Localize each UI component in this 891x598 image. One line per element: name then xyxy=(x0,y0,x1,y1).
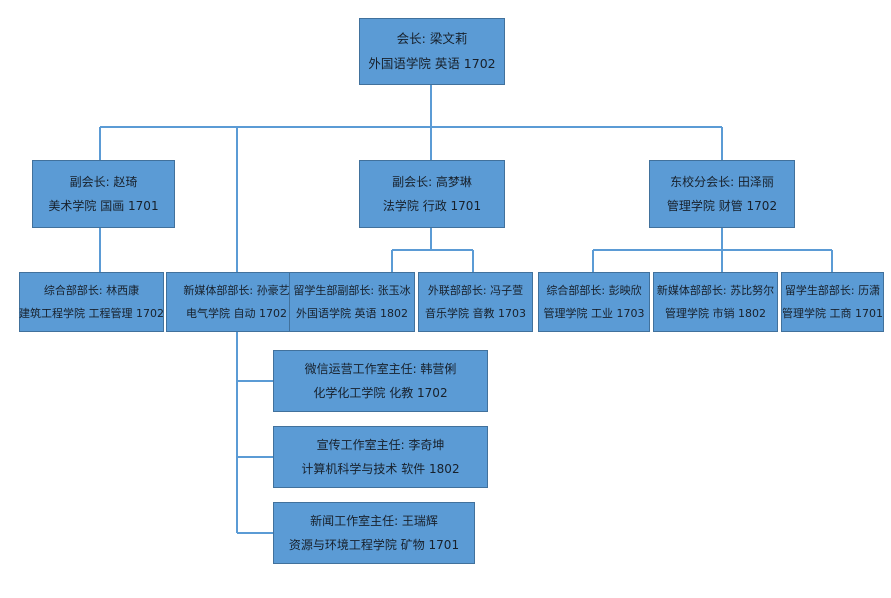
node-news-studio-director-role: 新闻工作室主任: 王瑞辉 xyxy=(310,513,438,528)
node-vice-president-2[interactable]: 副会长: 高梦琳 法学院 行政 1701 xyxy=(359,160,505,228)
node-publicity-studio-director-affiliation: 计算机科学与技术 软件 1802 xyxy=(301,461,460,476)
node-president-role: 会长: 梁文莉 xyxy=(396,31,468,47)
node-general-dept-head-east-role: 综合部部长: 彭映欣 xyxy=(546,283,642,297)
node-east-branch-head-role: 东校分会长: 田泽丽 xyxy=(670,174,774,189)
node-newmedia-dept-head-east-affiliation: 管理学院 市销 1802 xyxy=(665,306,766,320)
node-general-dept-head-east-affiliation: 管理学院 工业 1703 xyxy=(543,306,645,320)
node-publicity-studio-director-role: 宣传工作室主任: 李奇坤 xyxy=(316,437,445,452)
node-liaison-dept-head[interactable]: 外联部部长: 冯子萱 音乐学院 音教 1703 xyxy=(418,272,533,332)
node-general-dept-head-role: 综合部部长: 林西康 xyxy=(43,283,140,297)
node-intl-student-dept-head-east[interactable]: 留学生部部长: 历潇 管理学院 工商 1701 xyxy=(781,272,884,332)
node-vice-president-2-role: 副会长: 高梦琳 xyxy=(392,174,472,189)
node-president[interactable]: 会长: 梁文莉 外国语学院 英语 1702 xyxy=(359,18,505,85)
node-intl-student-dept-head-east-affiliation: 管理学院 工商 1701 xyxy=(782,306,883,320)
node-vice-president-1[interactable]: 副会长: 赵琦 美术学院 国画 1701 xyxy=(32,160,175,228)
node-president-affiliation: 外国语学院 英语 1702 xyxy=(368,56,496,71)
node-general-dept-head[interactable]: 综合部部长: 林西康 建筑工程学院 工程管理 1702 xyxy=(19,272,164,332)
node-east-branch-head[interactable]: 东校分会长: 田泽丽 管理学院 财管 1702 xyxy=(649,160,795,228)
node-newmedia-dept-head[interactable]: 新媒体部部长: 孙豪艺 电气学院 自动 1702 xyxy=(166,272,307,332)
node-vice-president-2-affiliation: 法学院 行政 1701 xyxy=(382,198,482,213)
node-news-studio-director-affiliation: 资源与环境工程学院 矿物 1701 xyxy=(288,537,460,552)
node-liaison-dept-head-affiliation: 音乐学院 音教 1703 xyxy=(425,306,526,320)
node-general-dept-head-east[interactable]: 综合部部长: 彭映欣 管理学院 工业 1703 xyxy=(538,272,650,332)
node-intl-student-dept-vice[interactable]: 留学生部副部长: 张玉冰 外国语学院 英语 1802 xyxy=(289,272,415,332)
node-liaison-dept-head-role: 外联部部长: 冯子萱 xyxy=(427,283,524,297)
node-intl-student-dept-head-east-role: 留学生部部长: 历潇 xyxy=(784,283,881,297)
node-intl-student-dept-vice-role: 留学生部副部长: 张玉冰 xyxy=(293,283,411,297)
node-newmedia-dept-head-east-role: 新媒体部部长: 苏比努尔 xyxy=(656,283,775,297)
node-newmedia-dept-head-affiliation: 电气学院 自动 1702 xyxy=(186,306,287,320)
node-wechat-studio-director-affiliation: 化学化工学院 化教 1702 xyxy=(313,385,448,400)
node-wechat-studio-director-role: 微信运营工作室主任: 韩营俐 xyxy=(304,361,457,376)
node-wechat-studio-director[interactable]: 微信运营工作室主任: 韩营俐 化学化工学院 化教 1702 xyxy=(273,350,488,412)
node-news-studio-director[interactable]: 新闻工作室主任: 王瑞辉 资源与环境工程学院 矿物 1701 xyxy=(273,502,475,564)
node-vice-president-1-affiliation: 美术学院 国画 1701 xyxy=(48,198,159,213)
node-vice-president-1-role: 副会长: 赵琦 xyxy=(69,174,138,189)
node-newmedia-dept-head-east[interactable]: 新媒体部部长: 苏比努尔 管理学院 市销 1802 xyxy=(653,272,778,332)
node-general-dept-head-affiliation: 建筑工程学院 工程管理 1702 xyxy=(19,306,164,320)
node-east-branch-head-affiliation: 管理学院 财管 1702 xyxy=(666,198,778,213)
node-intl-student-dept-vice-affiliation: 外国语学院 英语 1802 xyxy=(296,306,408,320)
node-publicity-studio-director[interactable]: 宣传工作室主任: 李奇坤 计算机科学与技术 软件 1802 xyxy=(273,426,488,488)
node-newmedia-dept-head-role: 新媒体部部长: 孙豪艺 xyxy=(183,283,290,297)
